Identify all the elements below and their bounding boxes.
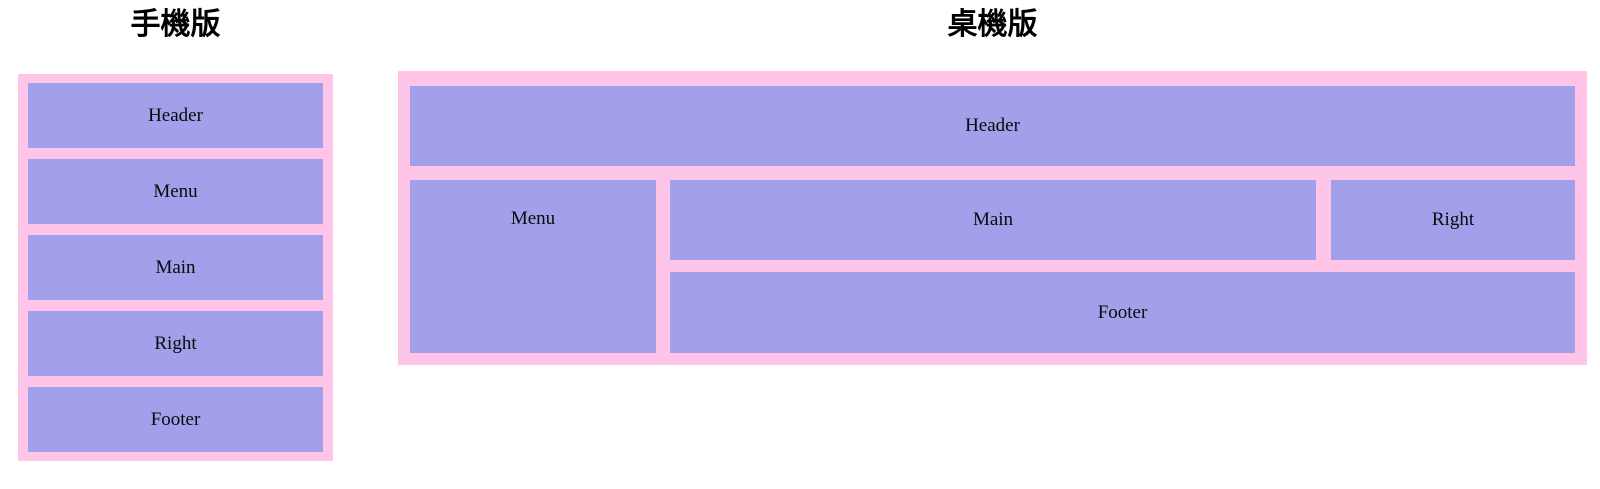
desktop-box-header: Header — [410, 86, 1575, 166]
page: 手機版 Header Menu Main Right Footer 桌機版 He… — [18, 0, 1587, 461]
desktop-box-main: Main — [670, 180, 1316, 260]
desktop-content-column: Main Right Footer — [670, 180, 1575, 353]
mobile-box-footer: Footer — [28, 387, 323, 452]
mobile-box-right: Right — [28, 311, 323, 376]
desktop-box-footer: Footer — [670, 272, 1575, 353]
mobile-layout-section: 手機版 Header Menu Main Right Footer — [18, 0, 333, 461]
desktop-middle-row: Menu Main Right Footer — [410, 180, 1575, 353]
mobile-box-header: Header — [28, 83, 323, 148]
desktop-box-menu: Menu — [410, 180, 656, 353]
mobile-title: 手機版 — [130, 8, 221, 41]
mobile-box-main: Main — [28, 235, 323, 300]
desktop-frame: Header Menu Main Right Footer — [398, 71, 1587, 365]
desktop-layout-section: 桌機版 Header Menu Main Right Footer — [398, 0, 1587, 365]
mobile-box-menu: Menu — [28, 159, 323, 224]
desktop-title: 桌機版 — [947, 8, 1038, 41]
mobile-frame: Header Menu Main Right Footer — [18, 74, 333, 461]
desktop-box-right: Right — [1331, 180, 1575, 260]
desktop-content-row: Main Right — [670, 180, 1575, 260]
